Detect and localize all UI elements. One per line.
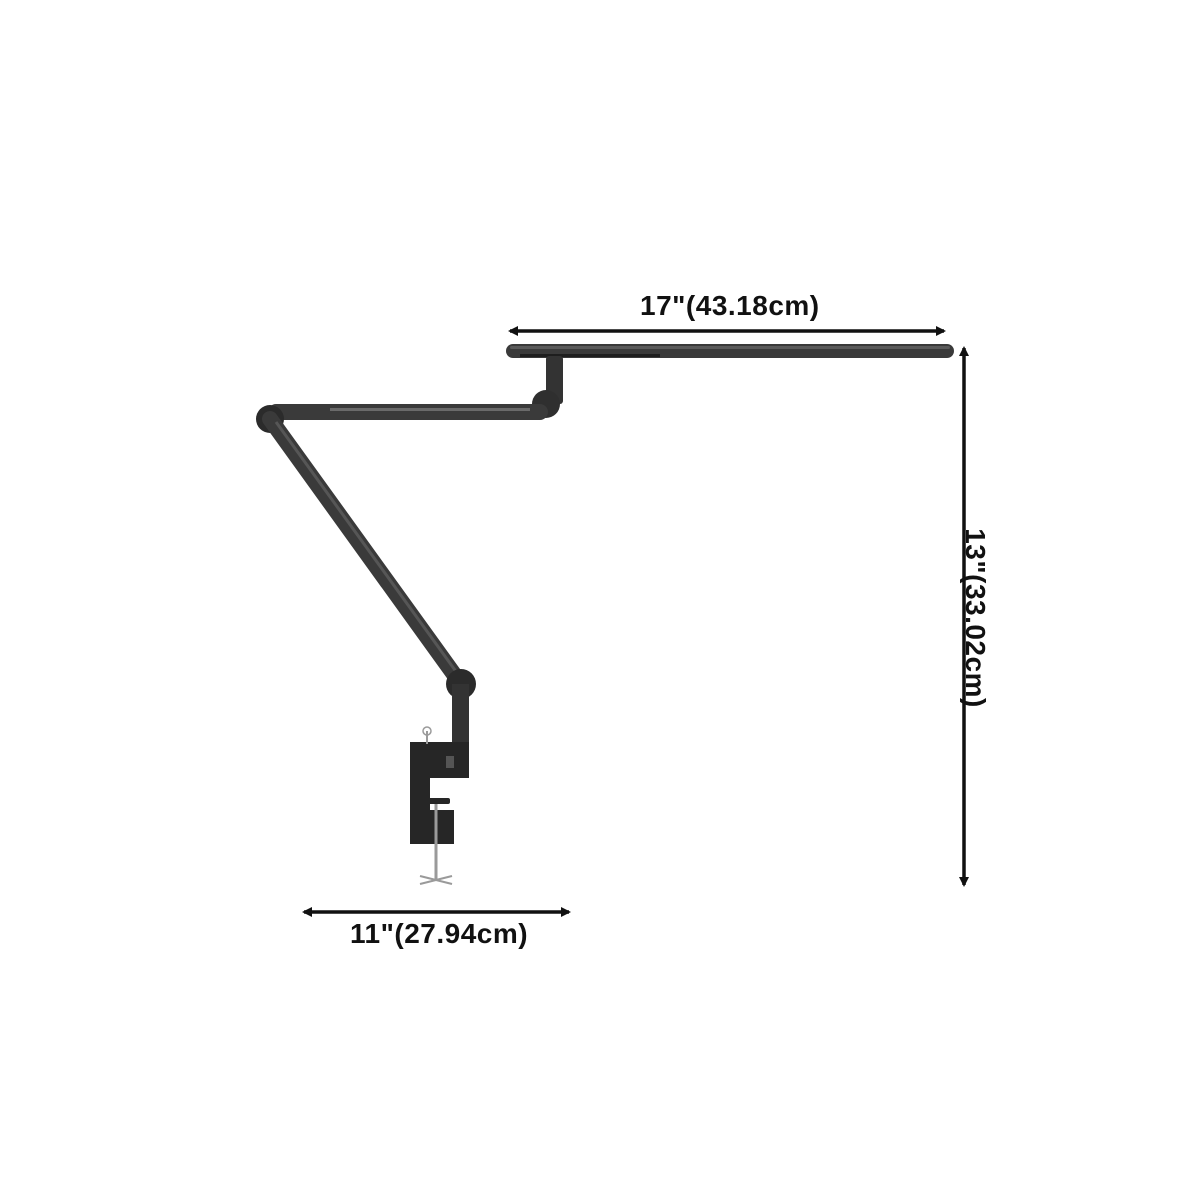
arm-length-label: 17"(43.18cm): [640, 290, 820, 321]
clamp-post: [452, 684, 469, 744]
lamp-head: [506, 344, 954, 358]
height-label: 13"(33.02cm): [960, 528, 991, 708]
lower-arm: [262, 411, 469, 692]
desk-clamp: [410, 726, 469, 885]
upper-arm: [268, 404, 548, 420]
base-reach-label: 11"(27.94cm): [350, 918, 529, 949]
